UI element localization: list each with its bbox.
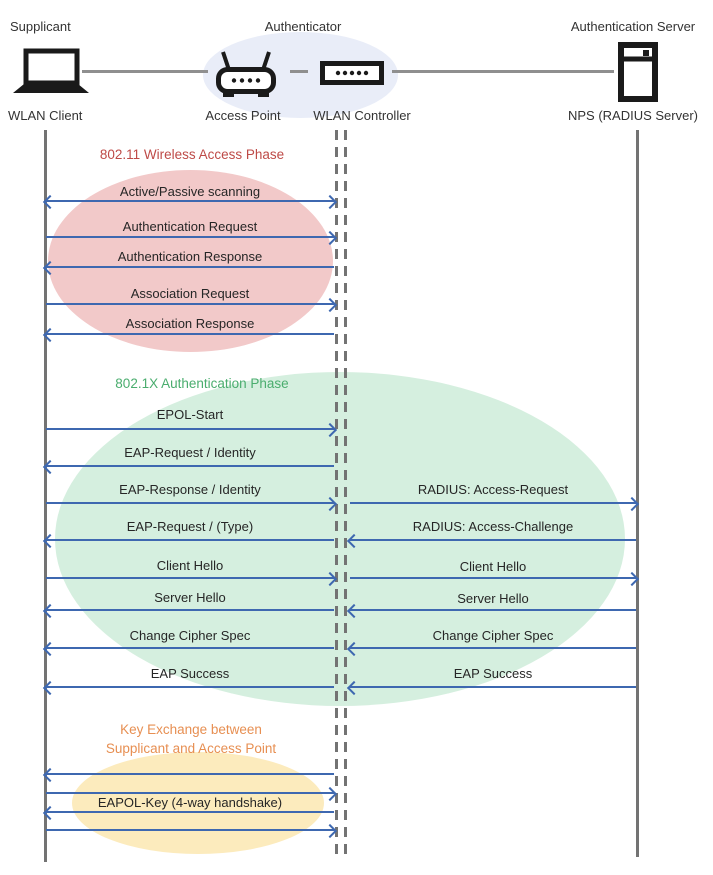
arrow-active-passive-scanning xyxy=(46,200,334,202)
message-label: Server Hello xyxy=(457,591,529,606)
arrow-eapol-key-msg1 xyxy=(46,773,334,775)
phase-auth-title: 802.1X Authentication Phase xyxy=(115,376,289,391)
arrow-association-response xyxy=(46,333,334,335)
role-authentication-server: Authentication Server xyxy=(570,19,696,34)
arrow-change-cipher-spec-server xyxy=(350,647,636,649)
arrow-eap-request-identity xyxy=(46,465,334,467)
message-label: EPOL-Start xyxy=(156,407,224,422)
message-label: Client Hello xyxy=(459,559,527,574)
message-label: RADIUS: Access-Challenge xyxy=(412,519,574,534)
arrow-eapol-key-msg3 xyxy=(46,811,334,813)
arrow-eapol-key-msg2 xyxy=(46,792,334,794)
message-label: EAPOL-Key (4-way handshake) xyxy=(97,795,283,810)
link-controller-server xyxy=(392,70,614,73)
server-icon xyxy=(618,42,658,102)
arrow-eap-success xyxy=(46,686,334,688)
arrow-change-cipher-spec xyxy=(46,647,334,649)
arrow-radius-access-challenge xyxy=(350,539,636,541)
arrow-eapol-key-msg4 xyxy=(46,829,334,831)
role-supplicant: Supplicant xyxy=(10,19,71,34)
message-label: Change Cipher Spec xyxy=(129,628,251,643)
phase-key-exchange-title-line2: Supplicant and Access Point xyxy=(105,741,277,756)
access-point-icon xyxy=(214,50,278,98)
message-label: EAP-Request / Identity xyxy=(124,445,256,460)
arrow-eap-success-server xyxy=(350,686,636,688)
node-wlan-client: WLAN Client xyxy=(8,108,83,123)
role-authenticator: Authenticator xyxy=(264,19,342,34)
arrow-eap-response-identity xyxy=(46,502,334,504)
message-label: Authentication Request xyxy=(122,219,258,234)
arrow-authentication-response xyxy=(46,266,334,268)
link-ap-controller xyxy=(290,70,308,73)
node-nps-radius-server: NPS (RADIUS Server) xyxy=(567,108,699,123)
message-label: Association Response xyxy=(125,316,255,331)
message-label: Server Hello xyxy=(154,590,226,605)
phase-key-exchange-title-line1: Key Exchange between xyxy=(120,722,262,737)
phase-key-exchange-ellipse xyxy=(72,752,324,854)
arrow-server-hello-server xyxy=(350,609,636,611)
node-wlan-controller: WLAN Controller xyxy=(313,108,411,123)
laptop-icon xyxy=(12,48,90,95)
message-label: EAP-Response / Identity xyxy=(119,482,261,497)
message-label: RADIUS: Access-Request xyxy=(417,482,569,497)
arrow-client-hello xyxy=(46,577,334,579)
arrow-eap-request-type xyxy=(46,539,334,541)
arrow-association-request xyxy=(46,303,334,305)
message-label: Client Hello xyxy=(156,558,224,573)
lifeline-access-point xyxy=(335,130,338,857)
message-label: Association Request xyxy=(130,286,250,301)
arrow-authentication-request xyxy=(46,236,334,238)
wlan-controller-icon xyxy=(320,61,384,85)
message-label: EAP Success xyxy=(150,666,230,681)
arrow-server-hello xyxy=(46,609,334,611)
node-access-point: Access Point xyxy=(205,108,281,123)
message-label: EAP Success xyxy=(453,666,533,681)
link-client-ap xyxy=(82,70,208,73)
message-label: Authentication Response xyxy=(117,249,263,264)
lifeline-wlan-client xyxy=(44,130,47,862)
phase-wireless-title: 802.11 Wireless Access Phase xyxy=(99,147,285,162)
message-label: Active/Passive scanning xyxy=(119,184,261,199)
arrow-epol-start xyxy=(46,428,334,430)
arrow-radius-access-request xyxy=(350,502,636,504)
arrow-client-hello-server xyxy=(350,577,636,579)
lifeline-radius-server xyxy=(636,130,639,857)
message-label: EAP-Request / (Type) xyxy=(126,519,254,534)
message-label: Change Cipher Spec xyxy=(432,628,554,643)
lifeline-wlan-controller xyxy=(344,130,347,857)
